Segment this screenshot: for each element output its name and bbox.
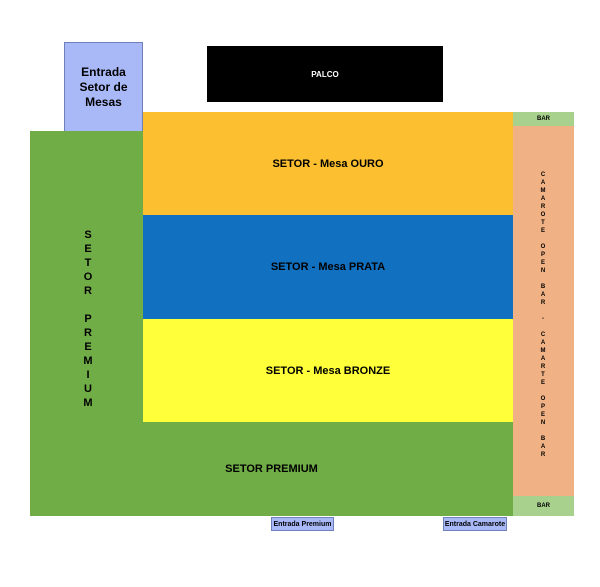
camarote-vertical-char: A <box>540 196 546 202</box>
camarote-vertical-char: P <box>540 252 545 258</box>
premium-vertical-char <box>78 298 98 312</box>
premium-vertical-char: U <box>84 383 92 395</box>
camarote-vertical-char <box>533 323 553 331</box>
camarote-vertical-char: A <box>540 444 546 450</box>
premium-vertical-char: S <box>84 229 92 241</box>
camarote-vertical-char: N <box>540 420 546 426</box>
camarote-vertical-char <box>533 307 553 315</box>
camarote-vertical-char: B <box>540 284 546 290</box>
entrance-premium: Entrada Premium <box>271 517 334 531</box>
camarote-vertical-char: R <box>540 204 546 210</box>
camarote-vertical-char: O <box>540 396 546 402</box>
camarote-vertical-char: M <box>540 188 546 194</box>
sector-prata-label: SETOR - Mesa PRATA <box>270 261 386 273</box>
premium-vertical-char: P <box>84 313 92 325</box>
sector-ouro-label: SETOR - Mesa OURO <box>272 157 384 170</box>
camarote-vertical-char <box>533 427 553 435</box>
camarote-vertical-char: A <box>540 180 546 186</box>
entrance-camarote: Entrada Camarote <box>443 517 507 531</box>
camarote-vertical-char: C <box>540 172 546 178</box>
entrance-camarote-label: Entrada Camarote <box>444 520 506 528</box>
camarote-vertical-char: B <box>540 436 546 442</box>
camarote-vertical-char <box>533 235 553 243</box>
camarote-vertical-char: E <box>540 412 545 418</box>
camarote-vertical-char: R <box>540 364 546 370</box>
camarote-vertical-char: N <box>540 268 546 274</box>
camarote-vertical-char: P <box>540 404 545 410</box>
camarote-vertical-char: - <box>542 316 544 322</box>
sector-ouro: SETOR - Mesa OURO <box>143 112 513 215</box>
premium-vertical-char: M <box>83 355 93 367</box>
camarote-vertical-char: A <box>540 292 546 298</box>
camarote-vertical-char: R <box>540 300 546 306</box>
camarote-vertical-char: T <box>541 220 545 226</box>
camarote-vertical-char: O <box>540 244 546 250</box>
premium-vertical-char: T <box>84 257 92 269</box>
sector-bronze: SETOR - Mesa BRONZE <box>143 319 513 422</box>
camarote-open-bar <box>513 126 574 496</box>
camarote-vertical-char: O <box>540 212 546 218</box>
sector-premium-left <box>30 131 144 422</box>
stage-label: PALCO <box>311 69 339 79</box>
camarote-vertical-char <box>533 275 553 283</box>
premium-vertical-char: E <box>84 243 92 255</box>
camarote-vertical-char: A <box>540 340 546 346</box>
camarote-vertical-char: C <box>540 332 546 338</box>
entrance-premium-label: Entrada Premium <box>273 520 332 528</box>
bar-top-label: BAR <box>537 116 550 122</box>
sector-premium-label: SETOR PREMIUM <box>225 462 318 475</box>
camarote-vertical-char: R <box>540 452 546 458</box>
premium-vertical-char: I <box>86 369 90 381</box>
camarote-vertical-char: M <box>540 348 546 354</box>
sector-bronze-label: SETOR - Mesa BRONZE <box>265 364 391 377</box>
bar-bottom-label: BAR <box>537 503 550 509</box>
premium-vertical-char: M <box>83 397 93 409</box>
camarote-vertical-char: A <box>540 356 546 362</box>
camarote-vertical-char: E <box>540 380 545 386</box>
camarote-vertical-char: E <box>540 260 545 266</box>
camarote-vertical-char: E <box>540 228 545 234</box>
entrance-mesas-label: Entrada Setor de Mesas <box>79 64 128 109</box>
premium-vertical-char: E <box>84 341 92 353</box>
bar-top: BAR <box>513 112 574 126</box>
stage-palco: PALCO <box>207 46 443 102</box>
bar-bottom: BAR <box>513 496 574 516</box>
sector-prata: SETOR - Mesa PRATA <box>143 215 513 319</box>
premium-vertical-char: R <box>84 327 92 339</box>
camarote-vertical-char: T <box>541 372 545 378</box>
premium-vertical-char: O <box>83 271 93 283</box>
premium-vertical-char: R <box>84 285 92 297</box>
sector-premium-bottom: SETOR PREMIUM <box>30 421 513 516</box>
camarote-vertical-char <box>533 387 553 395</box>
entrance-mesas: Entrada Setor de Mesas <box>64 42 143 132</box>
